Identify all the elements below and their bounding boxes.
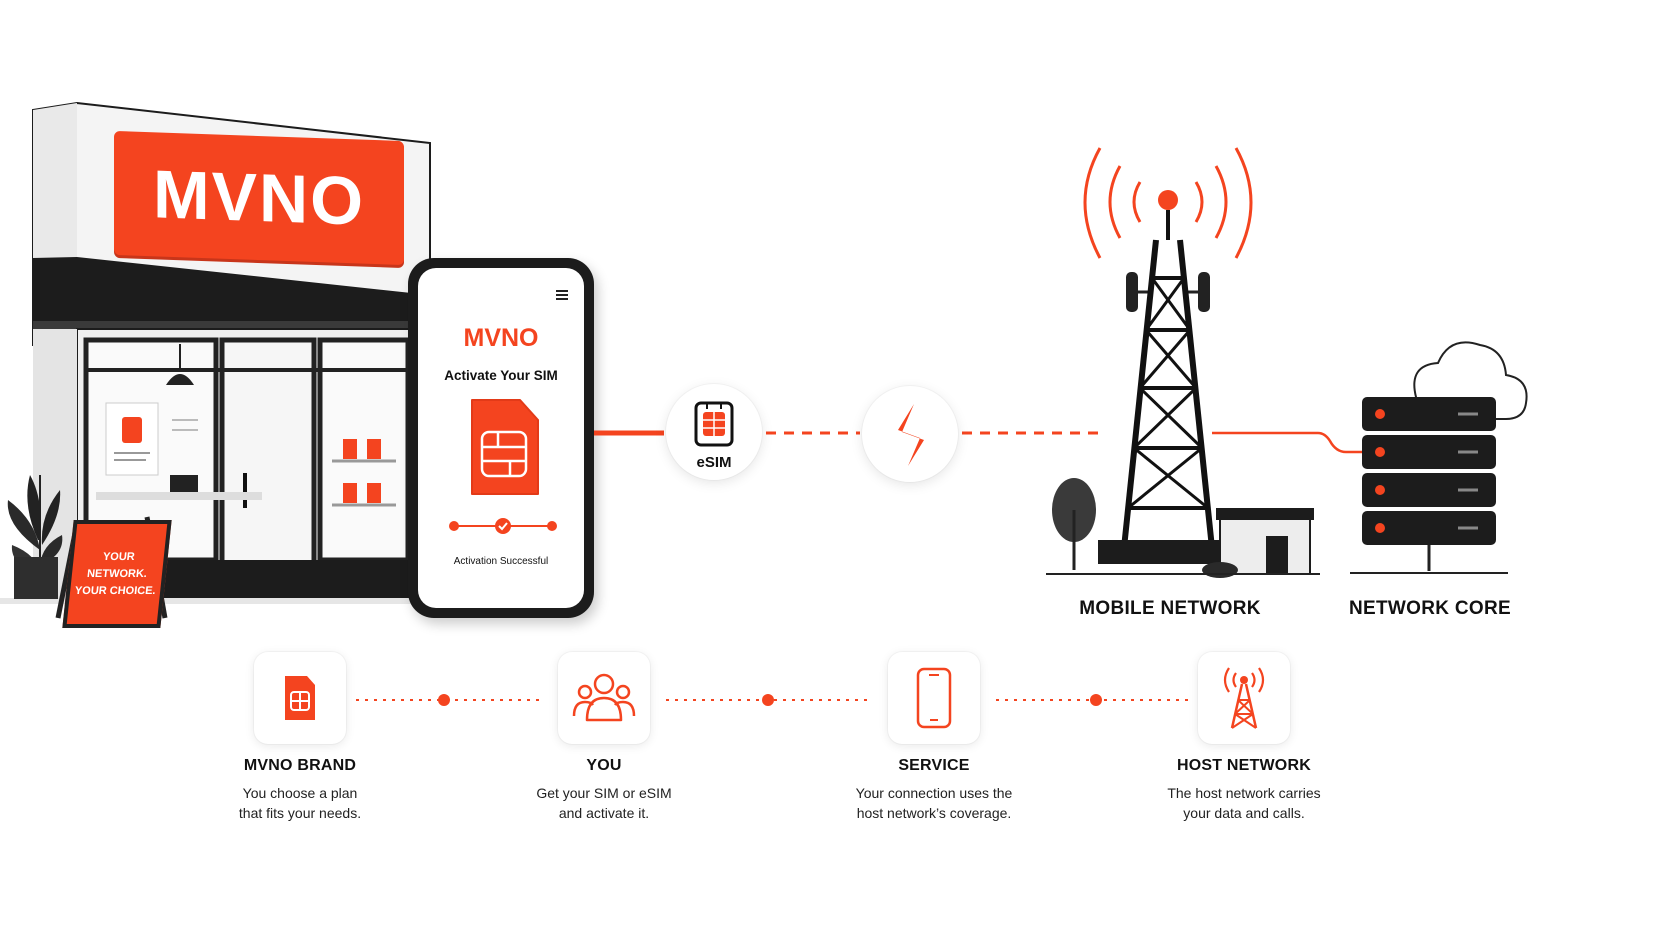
step-title: SERVICE <box>898 757 970 774</box>
step-desc-line: You choose a plan <box>242 785 358 801</box>
step-desc-line: Your connection uses the <box>855 785 1013 801</box>
sim-card-icon <box>471 399 539 495</box>
esim-node: eSIM <box>666 384 762 480</box>
esim-label: eSIM <box>696 454 732 471</box>
mobile-network-label: MOBILE NETWORK <box>1079 598 1261 619</box>
provider-logo-icon <box>898 404 924 466</box>
phone-screen: MVNO Activate Your SIM Activation Succes… <box>418 268 584 608</box>
hamburger-menu-icon[interactable] <box>556 290 568 300</box>
esim-chip-icon <box>694 401 734 447</box>
activation-status: Activation Successful <box>453 556 549 567</box>
step-card-you <box>558 652 650 744</box>
provider-node <box>862 386 958 482</box>
network-core-label: NETWORK CORE <box>1349 598 1511 619</box>
cell-tower-icon <box>1046 147 1320 578</box>
step-title: MVNO BRAND <box>243 757 357 774</box>
smartphone-icon <box>916 667 952 729</box>
step-title: HOST NETWORK <box>1177 757 1311 774</box>
step-title: YOU <box>586 757 622 774</box>
storefront <box>0 101 440 619</box>
users-icon <box>572 673 636 722</box>
step-desc-line: Get your SIM or eSIM <box>536 785 672 801</box>
step-desc-line: host network’s coverage. <box>856 805 1012 821</box>
phone-heading: Activate Your SIM <box>444 368 558 383</box>
sim-card-icon <box>285 676 315 720</box>
server-rack-icon <box>1350 341 1528 574</box>
step-desc-line: your data and calls. <box>1183 805 1305 821</box>
activation-progress <box>449 518 557 534</box>
step-desc-line: that fits your needs. <box>238 805 362 821</box>
step-desc-line: and activate it. <box>558 805 650 821</box>
smartphone: MVNO Activate Your SIM Activation Succes… <box>408 258 594 618</box>
step-card-host-network <box>1198 652 1290 744</box>
antenna-tower-icon <box>1223 667 1265 729</box>
step-card-mvno-brand <box>254 652 346 744</box>
step-desc-line: The host network carries <box>1167 785 1321 801</box>
phone-brand: MVNO <box>463 324 539 352</box>
step-card-service <box>888 652 980 744</box>
